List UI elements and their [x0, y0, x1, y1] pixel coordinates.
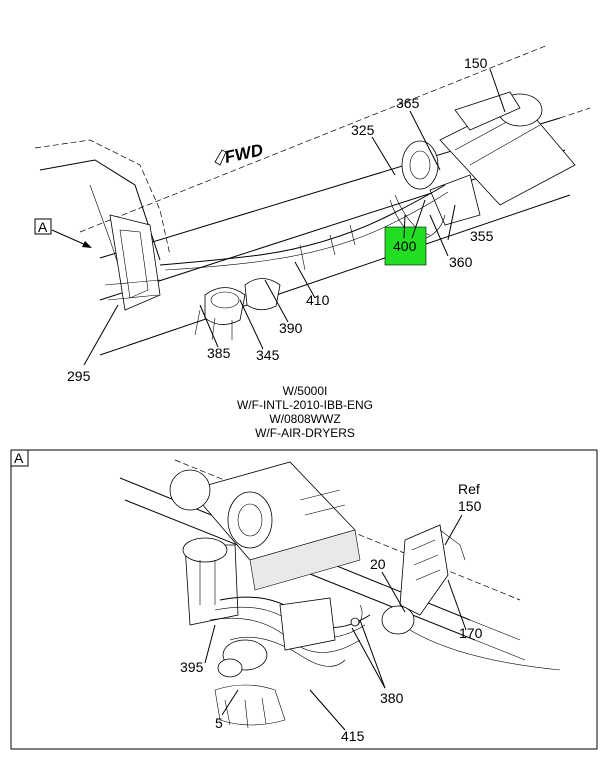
harness: [159, 184, 449, 271]
callout-360: 360: [449, 254, 473, 270]
fwd-indicator: FWD: [214, 140, 265, 167]
tank-assembly: [401, 91, 576, 226]
detail-ref-label: A: [38, 219, 48, 235]
callout-380: 380: [380, 690, 404, 706]
detail-view-a: A: [10, 449, 598, 750]
callout-325: 325: [351, 122, 375, 138]
detail-harness: [209, 596, 371, 667]
conditions-block: W/5000I W/F-INTL-2010-IBB-ENG W/0808WWZ …: [237, 384, 373, 440]
callout-385: 385: [207, 345, 231, 361]
leader-lines-detail: [204, 514, 467, 731]
callout-395: 395: [180, 659, 204, 675]
callout-390: 390: [279, 320, 303, 336]
detail-tank-box: [169, 461, 361, 591]
callout-410: 410: [306, 292, 330, 308]
arrowhead-icon: [82, 241, 92, 248]
callout-170: 170: [459, 625, 483, 641]
callout-150-detail: 150: [458, 498, 482, 514]
condition-line: W/F-INTL-2010-IBB-ENG: [237, 398, 373, 412]
fwd-arrow-icon: [214, 149, 227, 166]
detail-frame: [10, 449, 598, 750]
highlight-400: [384, 226, 427, 266]
callout-20: 20: [370, 556, 386, 572]
detail-clips: [350, 604, 363, 627]
detail-dryer-bracket: [182, 537, 239, 626]
detail-frame-label: A: [14, 450, 24, 466]
frame-rail: [79, 44, 591, 356]
fwd-label: FWD: [223, 140, 265, 167]
detail-valve-cluster: [214, 639, 286, 729]
air-dryers: [194, 278, 281, 341]
cab-structure: [34, 139, 171, 311]
condition-line: W/5000I: [283, 384, 328, 398]
callout-ref: Ref: [458, 481, 480, 497]
callout-295: 295: [67, 368, 91, 384]
condition-line: W/F-AIR-DRYERS: [255, 426, 355, 440]
callout-415: 415: [341, 728, 365, 744]
top-view: FWD A 150 365 325 4: [34, 44, 591, 384]
leader-lines-top: [83, 68, 506, 366]
callout-150: 150: [464, 55, 488, 71]
callout-365: 365: [396, 95, 420, 111]
detail-ref-a: A: [34, 218, 92, 248]
callout-400: 400: [393, 238, 417, 254]
condition-line: W/0808WWZ: [269, 412, 340, 426]
callout-345: 345: [256, 347, 280, 363]
callout-5: 5: [215, 715, 223, 731]
detail-right-bracket: [381, 524, 561, 671]
callout-355: 355: [470, 228, 494, 244]
